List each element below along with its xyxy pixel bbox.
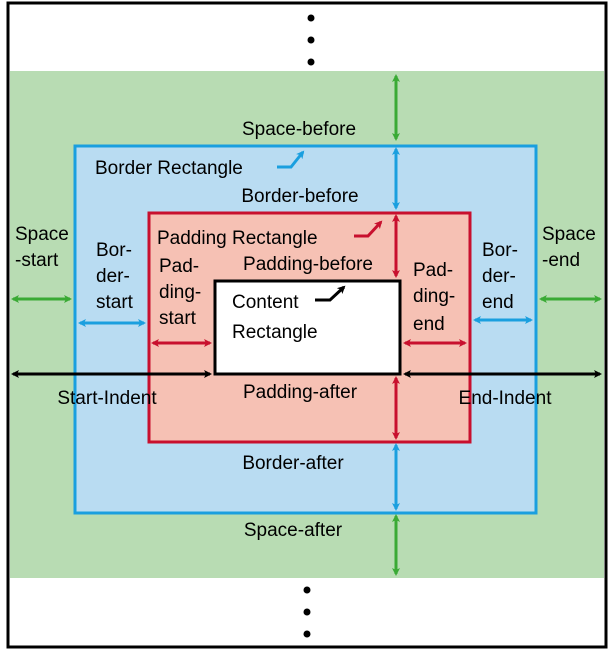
space-start-label-line1: Space (15, 224, 69, 245)
border-end-label-line2: der- (482, 266, 516, 287)
padding-before-label: Padding-before (243, 254, 373, 275)
space-start-label-line2: -start (15, 250, 59, 271)
border-rectangle-label: Border Rectangle (95, 158, 243, 179)
border-start-label-line2: der- (96, 266, 130, 287)
end-indent-label: End-Indent (459, 388, 553, 409)
padding-start-label-line2: ding- (159, 282, 201, 303)
space-before-label: Space-before (242, 119, 356, 140)
padding-end-label-line1: Pad- (413, 260, 453, 281)
space-after-label: Space-after (244, 520, 343, 541)
padding-after-label: Padding-after (243, 382, 358, 403)
padding-rectangle-pointer (354, 220, 383, 238)
content-label-line2: Rectangle (232, 322, 318, 343)
border-end-label-line3: end (482, 292, 514, 313)
content-label-line1: Content (232, 292, 299, 313)
content-rectangle (213, 279, 402, 376)
border-start-label-line1: Bor- (96, 240, 132, 261)
space-end-label-line1: Space (542, 224, 596, 245)
border-rectangle-pointer (277, 150, 305, 169)
border-end-label-line1: Bor- (482, 240, 518, 261)
padding-end-label-line3: end (413, 314, 445, 335)
padding-start-label-line3: start (159, 308, 197, 329)
bottom-continuation-dots (303, 586, 311, 638)
content-rectangle-pointer (315, 285, 346, 302)
top-continuation-dots (307, 14, 315, 66)
padding-start-label-line1: Pad- (159, 256, 199, 277)
start-indent-label: Start-Indent (57, 388, 157, 409)
padding-rectangle-label: Padding Rectangle (157, 228, 318, 249)
border-start-label-line3: start (96, 292, 134, 313)
padding-end-label-line2: ding- (413, 286, 455, 307)
space-end-label-line2: -end (542, 250, 580, 271)
border-before-label: Border-before (241, 186, 358, 207)
border-after-label: Border-after (242, 453, 344, 474)
